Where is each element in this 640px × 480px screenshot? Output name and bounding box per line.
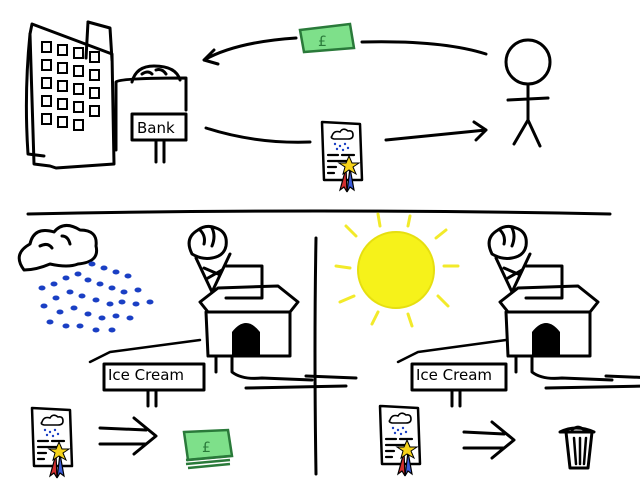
bank-label: Bank <box>137 119 175 137</box>
svg-text:£: £ <box>202 440 211 456</box>
contract-flow-arrow <box>204 126 312 144</box>
payout-arrow <box>98 416 158 456</box>
ice-cream-sign <box>410 362 508 408</box>
ice-cream-sign <box>102 362 206 408</box>
weather-contract-icon <box>30 406 74 480</box>
trash-can-icon <box>558 425 596 470</box>
ground-line <box>88 338 202 364</box>
horizontal-divider <box>26 209 612 216</box>
weather-contract-icon <box>320 120 364 194</box>
stick-figure-person-icon <box>504 38 552 148</box>
money-stack-icon: £ <box>182 428 234 470</box>
svg-text:£: £ <box>318 34 327 50</box>
ice-cream-label-right: Ice Cream <box>416 366 493 384</box>
ground-line <box>396 338 508 364</box>
sun-icon <box>334 212 460 328</box>
contract-flow-arrow-head <box>384 120 488 142</box>
money-flow-arrow-tail <box>360 40 488 56</box>
vertical-divider <box>313 236 318 476</box>
payout-arrow <box>462 420 516 460</box>
ice-cream-shop-icon <box>487 224 640 390</box>
ice-cream-label-left: Ice Cream <box>108 366 185 384</box>
ice-cream-shop-icon <box>187 224 358 390</box>
money-bill-icon: £ <box>298 22 356 54</box>
rain-cloud-icon <box>17 224 154 333</box>
weather-contract-icon <box>378 404 422 478</box>
bank-building-icon <box>24 20 188 170</box>
money-flow-arrow <box>202 36 298 66</box>
